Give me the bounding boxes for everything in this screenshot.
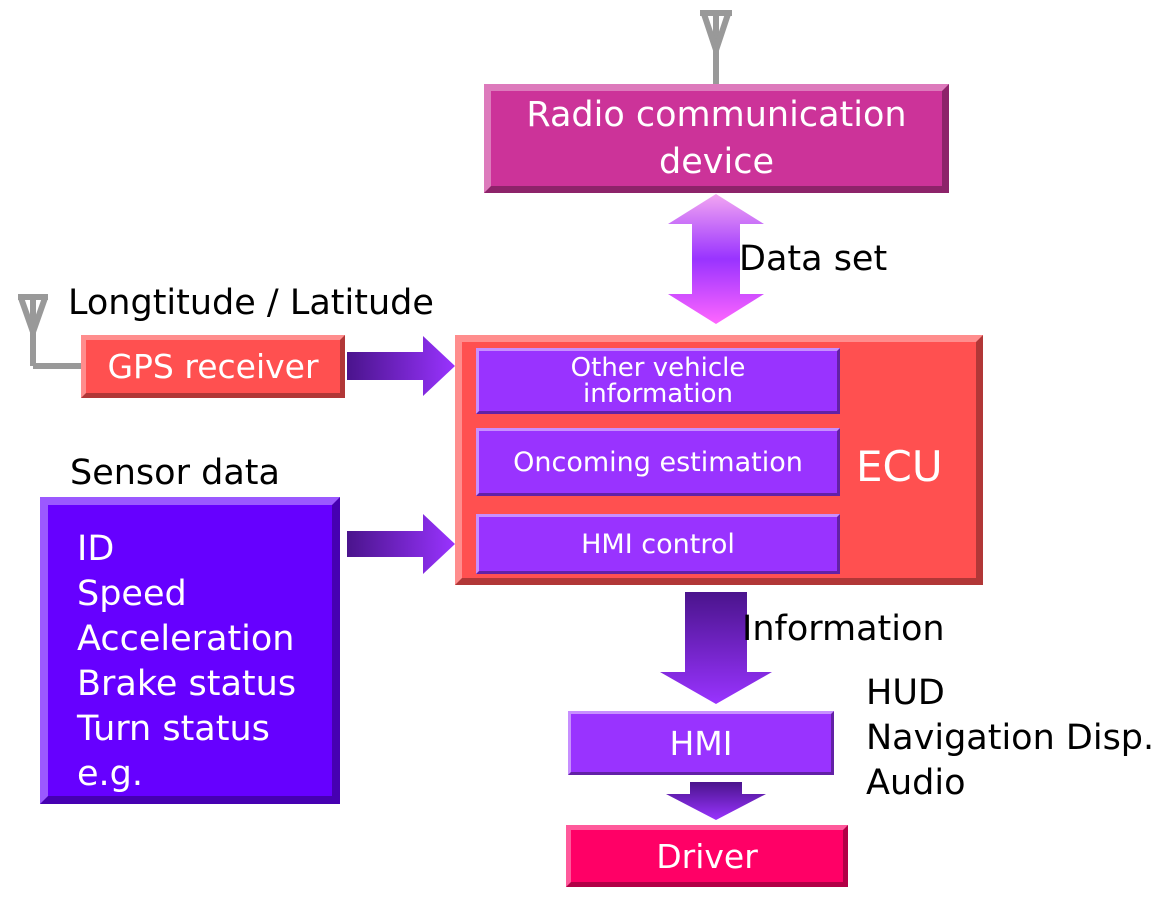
sensor-item: e.g. xyxy=(77,754,144,794)
radio-antenna-icon xyxy=(700,10,732,84)
sensor-to-ecu-arrow xyxy=(347,514,455,574)
driver-block: Driver xyxy=(566,825,848,887)
ecu-label: ECU xyxy=(856,442,943,491)
module-hmi-control: HMI control xyxy=(476,514,840,574)
gps-coordinates-label: Longtitude / Latitude xyxy=(68,283,434,323)
module-oncoming-label: Oncoming estimation xyxy=(513,446,803,478)
radio-communication-device: Radio communication device xyxy=(484,84,949,193)
hmi-output-item: Navigation Disp. xyxy=(866,718,1155,758)
gps-receiver: GPS receiver xyxy=(81,335,345,398)
sensor-item: Speed xyxy=(77,574,187,614)
gps-antenna-icon xyxy=(18,294,84,369)
data-set-arrow xyxy=(668,194,764,324)
module-oncoming-estimation: Oncoming estimation xyxy=(476,428,840,496)
gps-to-ecu-arrow xyxy=(347,336,455,396)
hmi-block: HMI xyxy=(568,711,834,775)
sensor-data-title: Sensor data xyxy=(70,453,280,493)
data-set-label: Data set xyxy=(739,239,888,279)
sensor-item: ID xyxy=(77,529,115,569)
information-label: Information xyxy=(742,609,945,649)
hmi-output-list: HUD Navigation Disp. Audio xyxy=(866,671,1154,806)
hmi-output-item: Audio xyxy=(866,763,966,803)
module-other-vehicle: Other vehicle information xyxy=(476,348,840,414)
sensor-item: Acceleration xyxy=(77,619,295,659)
sensor-item: Turn status xyxy=(77,709,270,749)
gps-receiver-label: GPS receiver xyxy=(107,347,319,386)
radio-label: Radio communication device xyxy=(526,94,907,182)
hmi-output-item: HUD xyxy=(866,673,945,713)
hmi-to-driver-arrow xyxy=(666,782,766,820)
sensor-data-box: ID Speed Acceleration Brake status Turn … xyxy=(40,497,340,804)
module-other-vehicle-label: Other vehicle information xyxy=(570,353,746,409)
hmi-label: HMI xyxy=(669,723,733,763)
sensor-item: Brake status xyxy=(77,664,297,704)
sensor-item-list: ID Speed Acceleration Brake status Turn … xyxy=(77,527,296,797)
ecu-to-hmi-arrow xyxy=(660,592,772,704)
driver-label: Driver xyxy=(656,836,758,876)
module-hmi-control-label: HMI control xyxy=(581,528,735,560)
